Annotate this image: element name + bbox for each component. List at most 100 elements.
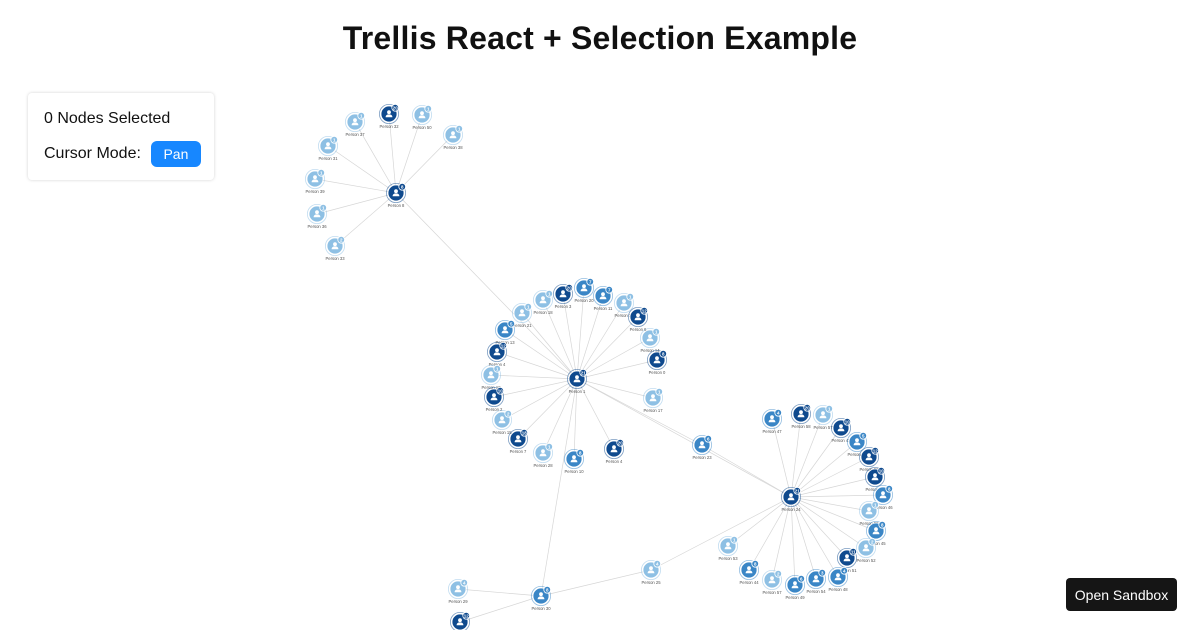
person-icon xyxy=(634,313,642,321)
open-sandbox-button[interactable]: Open Sandbox xyxy=(1066,578,1177,611)
cursor-mode-pan-button[interactable]: Pan xyxy=(150,141,201,167)
person-icon xyxy=(862,544,870,552)
node-label: Person 37 xyxy=(345,132,365,137)
node-badge: 10 xyxy=(496,386,504,395)
node-badge: 21 xyxy=(793,486,801,495)
node-label: Person 15 xyxy=(492,430,512,435)
svg-text:21: 21 xyxy=(795,488,801,493)
graph-edge xyxy=(790,494,884,498)
node-label: Person 25 xyxy=(641,580,661,585)
node-badge: 8 xyxy=(398,182,406,191)
person-icon xyxy=(493,348,501,356)
person-icon xyxy=(501,326,509,334)
person-icon xyxy=(797,410,805,418)
svg-text:8: 8 xyxy=(881,522,884,527)
graph-edge xyxy=(540,569,652,597)
node-badge: 1 xyxy=(545,442,553,451)
svg-text:1: 1 xyxy=(629,294,632,299)
node-badge: 1 xyxy=(730,535,738,544)
graph-edge xyxy=(496,351,578,380)
person-icon xyxy=(573,375,581,383)
graph-edge xyxy=(562,293,578,380)
node-badge: 12 xyxy=(462,611,470,620)
person-icon xyxy=(490,393,498,401)
graph-edge xyxy=(517,378,578,440)
svg-text:2: 2 xyxy=(871,539,874,544)
graph-edge xyxy=(748,496,792,571)
svg-text:1: 1 xyxy=(320,170,323,175)
graph-edge xyxy=(790,476,876,498)
node-label: Person 54 xyxy=(806,589,826,594)
node-label: Person 30 xyxy=(531,606,551,611)
node-label: Person 4 xyxy=(606,459,623,464)
page-title: Trellis React + Selection Example xyxy=(342,20,858,56)
svg-text:4: 4 xyxy=(463,580,466,585)
node-badge: 6 xyxy=(797,574,805,583)
svg-text:8: 8 xyxy=(579,450,582,455)
node-label: Person 28 xyxy=(533,463,553,468)
graph-edge xyxy=(395,114,423,194)
node-label: Person 13 xyxy=(495,340,515,345)
graph-edge xyxy=(576,378,615,450)
svg-text:7: 7 xyxy=(589,279,592,284)
node-badge: 1 xyxy=(871,500,879,509)
graph-edge xyxy=(790,496,848,559)
graph-edge xyxy=(790,496,796,586)
person-icon xyxy=(537,592,545,600)
svg-text:12: 12 xyxy=(642,308,648,313)
svg-text:12: 12 xyxy=(873,448,879,453)
graph-edge xyxy=(334,192,397,247)
